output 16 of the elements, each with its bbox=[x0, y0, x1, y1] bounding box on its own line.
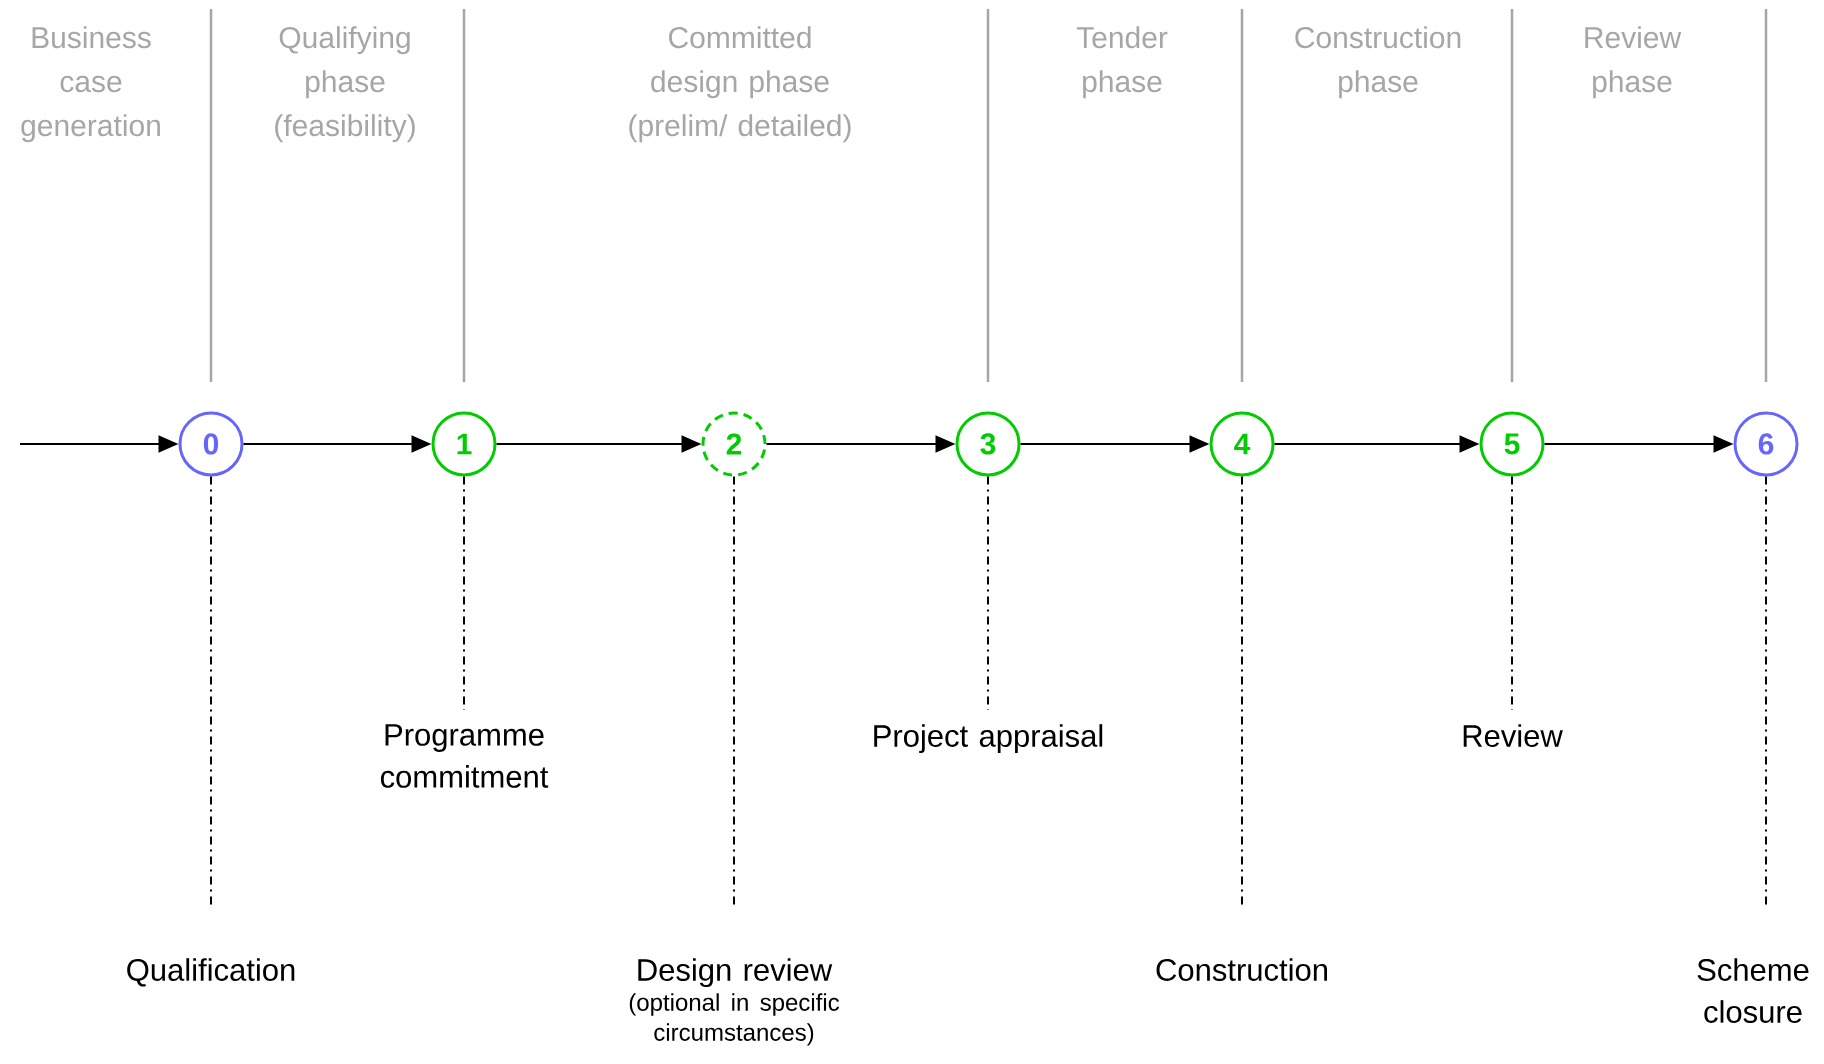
phase-heading: Tender phase bbox=[1076, 26, 1168, 99]
phase-heading: Construction phase bbox=[1295, 26, 1461, 99]
milestone-label: Qualification bbox=[127, 958, 295, 987]
phase-heading: Committed design phase (prelim/ detailed) bbox=[629, 26, 851, 143]
leader-line bbox=[463, 475, 465, 711]
phase-heading: Business case generation bbox=[21, 26, 160, 143]
milestone-label: Programme commitment bbox=[380, 724, 549, 788]
milestone-label: Project appraisal bbox=[874, 724, 1103, 754]
milestone-label: Construction bbox=[1156, 958, 1327, 981]
leader-line bbox=[987, 475, 989, 711]
phase-heading: Review phase bbox=[1585, 26, 1682, 99]
milestone-label: Design review (optional in specific circumstances) bbox=[629, 958, 840, 1046]
leader-line bbox=[1511, 475, 1513, 711]
phase-heading: Qualifying phase (feasibility) bbox=[275, 26, 415, 143]
milestone-label: Review bbox=[1463, 724, 1563, 747]
milestone-label: Scheme closure bbox=[1697, 958, 1809, 1023]
